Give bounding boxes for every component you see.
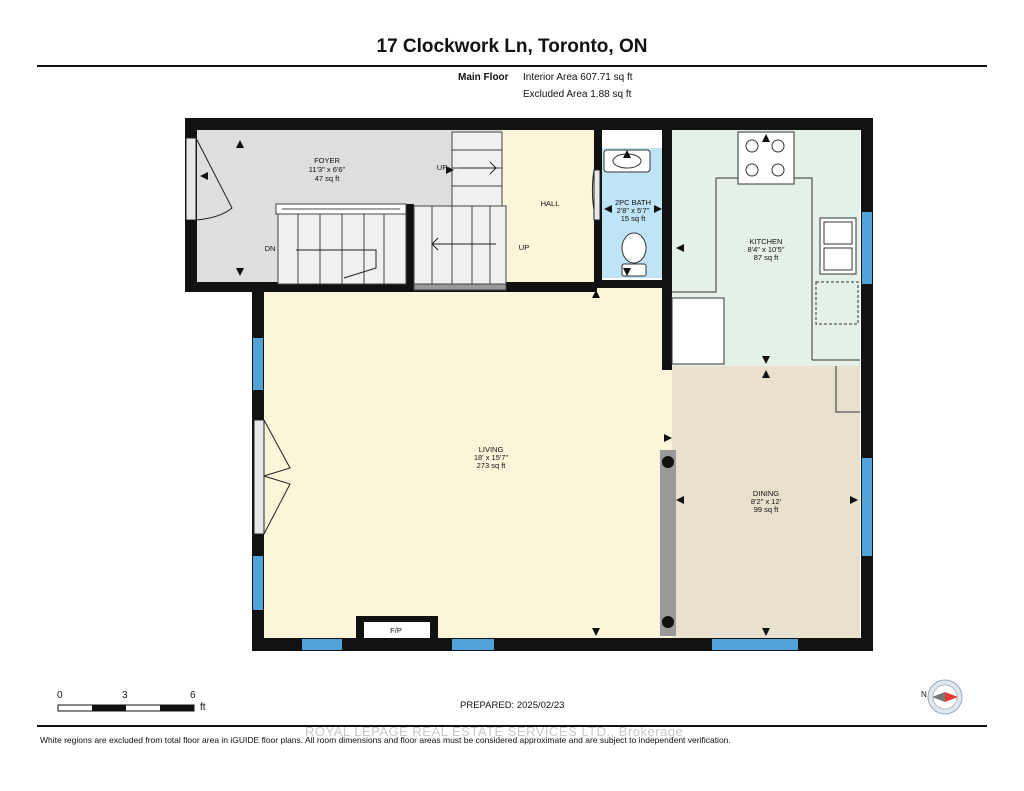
listing-address: 17 Clockwork Ln, Toronto, ON bbox=[376, 36, 648, 57]
dining-area: 99 sq ft bbox=[754, 505, 780, 514]
hall-name: HALL bbox=[541, 199, 560, 208]
windows bbox=[253, 212, 872, 650]
bath-fixtures bbox=[603, 149, 651, 277]
floor-label: Main Floor bbox=[458, 72, 509, 83]
excluded-area: Excluded Area 1.88 sq ft bbox=[523, 89, 632, 100]
bath-dims: 2'8" x 5'7" bbox=[617, 206, 650, 215]
dining-name: DINING bbox=[753, 489, 779, 498]
living-dims: 18' x 15'7" bbox=[474, 453, 509, 462]
fireplace-label: F/P bbox=[390, 626, 402, 635]
stairs bbox=[275, 131, 507, 291]
foyer-area: 47 sq ft bbox=[315, 174, 341, 183]
scale-tick-6: 6 bbox=[190, 690, 196, 701]
foyer-name: FOYER bbox=[314, 156, 340, 165]
kitchen-name: KITCHEN bbox=[750, 237, 783, 246]
scale-unit: ft bbox=[200, 702, 206, 713]
prepared-date: PREPARED: 2025/02/23 bbox=[460, 700, 565, 711]
living-area: 273 sq ft bbox=[477, 461, 507, 470]
foyer-dims: 11'3" x 6'6" bbox=[309, 165, 346, 174]
living-fill bbox=[262, 284, 672, 640]
scale-bar bbox=[57, 704, 195, 712]
compass-north: N bbox=[921, 690, 927, 699]
stair-arrows bbox=[296, 161, 497, 279]
dimension-arrows bbox=[200, 134, 858, 636]
bath-area: 15 sq ft bbox=[621, 214, 647, 223]
living-name: LIVING bbox=[479, 445, 504, 454]
stair-up-label-top: UP bbox=[437, 163, 447, 172]
kitchen-dims: 8'4" x 10'5" bbox=[748, 245, 785, 254]
dining-fill bbox=[672, 366, 860, 638]
doors bbox=[185, 137, 601, 535]
interior-area: Interior Area 607.71 sq ft bbox=[523, 72, 633, 83]
compass-icon bbox=[927, 679, 963, 715]
brokerage-watermark: ROYAL LEPAGE REAL ESTATE SERVICES LTD., … bbox=[305, 724, 684, 739]
dining-dims: 8'2" x 12' bbox=[751, 497, 782, 506]
scale-tick-0: 0 bbox=[57, 690, 63, 701]
header-divider bbox=[37, 65, 987, 67]
hall-fill bbox=[502, 126, 596, 286]
stair-down-label: DN bbox=[265, 244, 276, 253]
disclaimer-note: White regions are excluded from total fl… bbox=[40, 735, 731, 745]
bath-name: 2PC BATH bbox=[615, 198, 651, 207]
partition-column bbox=[660, 450, 676, 636]
scale-tick-3: 3 bbox=[122, 690, 128, 701]
stair-up-label-hall: UP bbox=[519, 243, 529, 252]
footer-divider bbox=[37, 725, 987, 727]
kitchen-area: 87 sq ft bbox=[754, 253, 780, 262]
